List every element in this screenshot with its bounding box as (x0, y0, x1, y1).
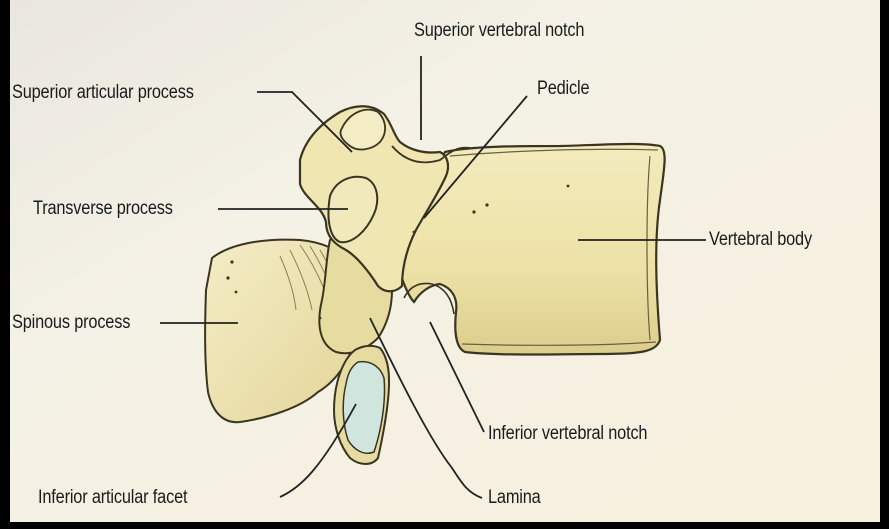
label-lamina: Lamina (488, 487, 541, 509)
facet-surface (343, 362, 384, 454)
label-pedicle: Pedicle (537, 78, 589, 100)
label-superior-articular-process: Superior articular process (12, 82, 194, 104)
label-spinous-process: Spinous process (12, 312, 130, 334)
right-margin-strip (880, 0, 889, 522)
label-vertebral-body: Vertebral body (709, 229, 812, 251)
left-margin-strip (0, 0, 10, 522)
label-transverse-process: Transverse process (33, 198, 173, 220)
label-inferior-articular-facet: Inferior articular facet (38, 487, 187, 509)
label-superior-vertebral-notch: Superior vertebral notch (414, 20, 584, 42)
label-inferior-vertebral-notch: Inferior vertebral notch (488, 423, 647, 445)
